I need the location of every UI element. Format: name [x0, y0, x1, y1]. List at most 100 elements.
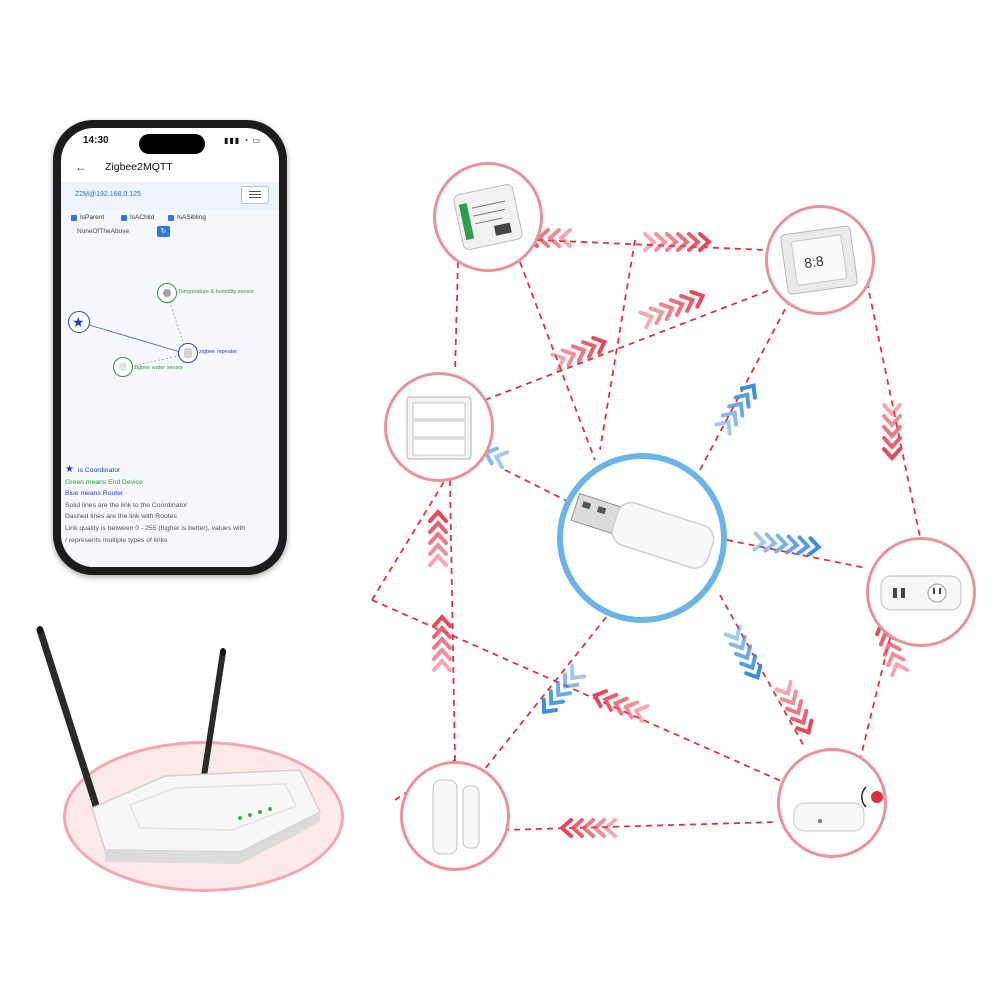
chevron-icon — [886, 651, 906, 668]
chevron-icon — [493, 450, 510, 470]
chevron-icon — [665, 232, 680, 252]
legend-link-quality: Link quality is between 0 - 255 (higher … — [65, 524, 246, 532]
coordinator-node[interactable]: ★ — [68, 311, 90, 333]
chevron-icon — [546, 228, 561, 248]
chevron-icon — [648, 306, 665, 326]
chevron-icon — [882, 436, 902, 451]
link-filters: IsParent IsAChild IsASibling NoneOfTheAb… — [67, 214, 277, 248]
network-graph: ★ Temperature & humidity sensor zigbee r… — [61, 282, 279, 462]
address-bar: Z2M@192.168.0.125 — [61, 182, 279, 210]
legend-end-device: Green means End Device — [65, 478, 143, 486]
chevron-icon — [432, 646, 452, 661]
chevron-icon — [668, 298, 686, 317]
wall-switch-node[interactable] — [384, 372, 494, 482]
repeater-node[interactable] — [178, 343, 198, 363]
checkbox-icon[interactable] — [168, 214, 174, 221]
chevron-icon — [882, 447, 902, 462]
thermostat-node[interactable]: 8:8 — [765, 205, 875, 315]
mesh-link-line — [719, 594, 806, 749]
hamburger-menu-button[interactable] — [241, 186, 269, 204]
legend-router: Blue means Router — [65, 490, 124, 498]
phone-screen: 14:30 ▮▮▮ ◔ ▭ ← Zigbee2MQTT Z2M@192.168.… — [61, 128, 279, 567]
temp-sensor-node[interactable] — [157, 283, 177, 303]
mesh-link-line — [699, 299, 791, 471]
chevron-icon — [541, 697, 559, 715]
chevron-icon — [432, 635, 452, 650]
chevron-icon — [774, 533, 789, 554]
filter-isasibling[interactable]: IsASibling — [168, 214, 206, 224]
chevron-icon — [638, 310, 655, 330]
door-sensor-node[interactable] — [400, 761, 510, 871]
chevron-icon — [739, 383, 757, 400]
chevron-arrow-icon — [432, 613, 452, 672]
wall-switch-icon — [406, 396, 472, 460]
chevron-icon — [428, 519, 448, 534]
filter-none-label: NoneOfTheAbove — [77, 228, 130, 235]
gateway-hub-node[interactable] — [777, 748, 887, 858]
chevron-icon — [727, 401, 745, 418]
chevron-icon — [548, 689, 566, 706]
chevron-icon — [569, 818, 584, 838]
chevron-icon — [591, 335, 608, 355]
chevron-icon — [733, 392, 751, 409]
chevron-arrow-icon — [774, 679, 814, 736]
chevron-icon — [654, 232, 669, 252]
chevron-icon — [687, 232, 702, 252]
chevron-icon — [428, 552, 448, 567]
mesh-link-line — [502, 821, 778, 831]
back-arrow-icon[interactable]: ← — [75, 160, 87, 174]
chevron-icon — [774, 679, 793, 697]
chevron-icon — [602, 818, 617, 838]
chevron-icon — [882, 414, 902, 429]
chevron-arrow-icon — [714, 383, 757, 436]
filter-isachild[interactable]: IsAChild — [121, 214, 154, 224]
chevron-arrow-icon — [428, 508, 448, 567]
chevron-icon — [570, 664, 587, 681]
gateway-hub-icon — [793, 786, 883, 832]
mesh-link-line — [536, 239, 766, 251]
chevron-icon — [432, 624, 452, 639]
chevron-icon — [728, 634, 747, 651]
solid-link-line — [78, 321, 188, 355]
signal-wifi-battery-icon: ▮▮▮ ◔ ▭ — [223, 136, 261, 145]
chevron-icon — [428, 508, 448, 523]
chevron-icon — [795, 718, 814, 736]
chevron-icon — [676, 232, 691, 252]
legend-solid-lines: Solid lines are the link to the Coordina… — [65, 501, 188, 509]
chevron-arrow-icon — [882, 403, 902, 462]
checkbox-icon[interactable] — [121, 214, 127, 221]
usb-dongle-node[interactable] — [557, 453, 727, 623]
chevron-icon — [602, 692, 619, 712]
chevron-arrow-icon — [723, 624, 763, 681]
repeater-icon — [184, 348, 192, 358]
mesh-link-line — [371, 471, 451, 601]
relay-module-node[interactable] — [433, 162, 543, 272]
smart-plug-node[interactable] — [866, 537, 976, 647]
chevron-icon — [796, 535, 811, 556]
refresh-button[interactable]: ↻ — [157, 226, 170, 237]
chevron-icon — [807, 536, 822, 557]
chevron-icon — [623, 700, 640, 720]
chevron-arrow-icon — [752, 531, 822, 557]
chevron-icon — [432, 613, 452, 628]
mesh-link-line — [504, 469, 596, 516]
network-map-page: Z2M@192.168.0.125 IsParent IsAChild IsAS… — [61, 182, 279, 567]
dashed-link-line — [122, 353, 188, 369]
mesh-link-line — [484, 289, 771, 401]
chevron-icon — [570, 344, 587, 364]
water-sensor-node[interactable] — [113, 357, 133, 377]
filter-isparent[interactable]: IsParent — [71, 214, 104, 224]
mesh-link-line — [599, 239, 636, 451]
chevron-icon — [633, 704, 650, 724]
smartphone: 14:30 ▮▮▮ ◔ ▭ ← Zigbee2MQTT Z2M@192.168.… — [53, 120, 287, 575]
checkbox-icon[interactable] — [71, 214, 77, 221]
chevron-icon — [784, 699, 804, 716]
chevron-arrow-icon — [643, 232, 713, 252]
chevron-icon — [428, 541, 448, 556]
mesh-link-line — [454, 261, 459, 373]
chevron-icon — [763, 532, 778, 553]
chevron-icon — [428, 530, 448, 545]
repeater-label: zigbee repeater — [199, 349, 238, 355]
server-address[interactable]: Z2M@192.168.0.125 — [75, 191, 141, 198]
